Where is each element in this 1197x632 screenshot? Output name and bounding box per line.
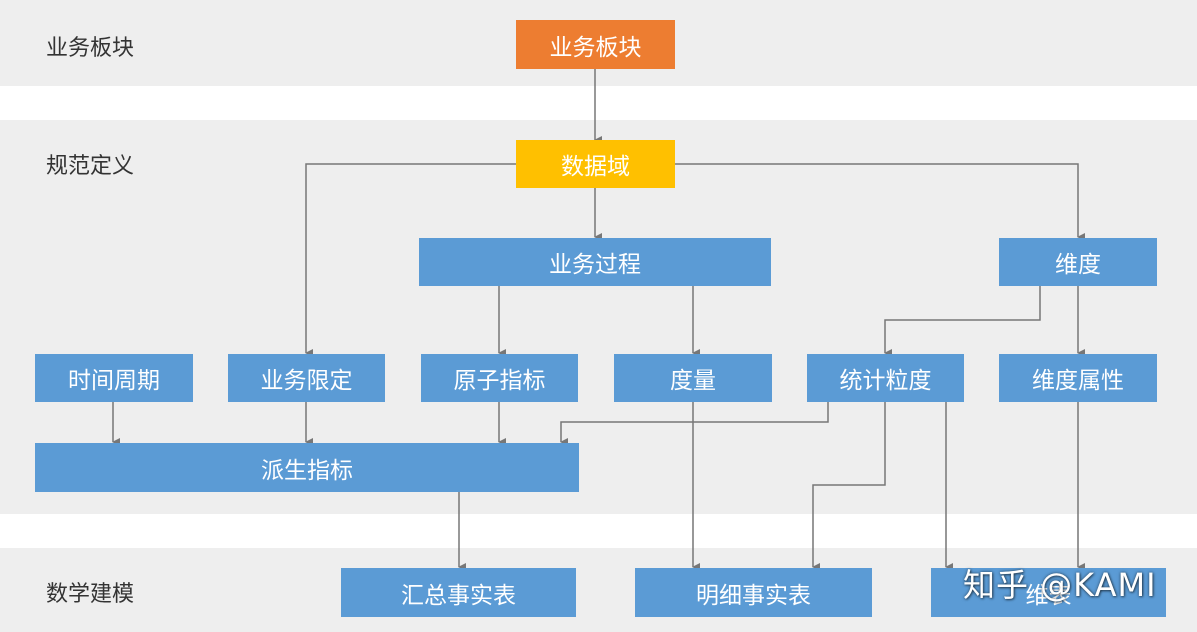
watermark-text: 知乎 @KAMI bbox=[963, 566, 1157, 604]
node-derived-metric: 派生指标 bbox=[35, 443, 579, 492]
node-atomic-metric: 原子指标 bbox=[421, 354, 578, 402]
node-stat-granularity: 统计粒度 bbox=[807, 354, 964, 402]
node-summary-fact-table: 汇总事实表 bbox=[341, 568, 576, 617]
section-label-business-block: 业务板块 bbox=[46, 36, 135, 61]
node-detail-fact-table: 明细事实表 bbox=[635, 568, 872, 617]
node-dimension-attribute: 维度属性 bbox=[999, 354, 1157, 402]
section-label-data-modeling: 数学建模 bbox=[46, 582, 135, 607]
node-business-block: 业务板块 bbox=[516, 20, 675, 69]
node-measure: 度量 bbox=[614, 354, 772, 402]
node-business-process: 业务过程 bbox=[419, 238, 771, 286]
edge-granularity-to-derived bbox=[560, 402, 829, 446]
node-dimension-table: 维表 bbox=[931, 568, 1166, 617]
edge-granularity-to-detail bbox=[812, 402, 886, 571]
node-time-period: 时间周期 bbox=[35, 354, 193, 402]
section-label-standard-definition: 规范定义 bbox=[46, 154, 135, 179]
edge-domain-to-dimension bbox=[674, 163, 1085, 241]
node-data-domain: 数据域 bbox=[516, 140, 675, 188]
edge-dimension-to-granularity bbox=[884, 286, 1041, 357]
node-dimension: 维度 bbox=[999, 238, 1157, 286]
node-business-limit: 业务限定 bbox=[228, 354, 385, 402]
edge-domain-to-limit bbox=[305, 163, 516, 357]
